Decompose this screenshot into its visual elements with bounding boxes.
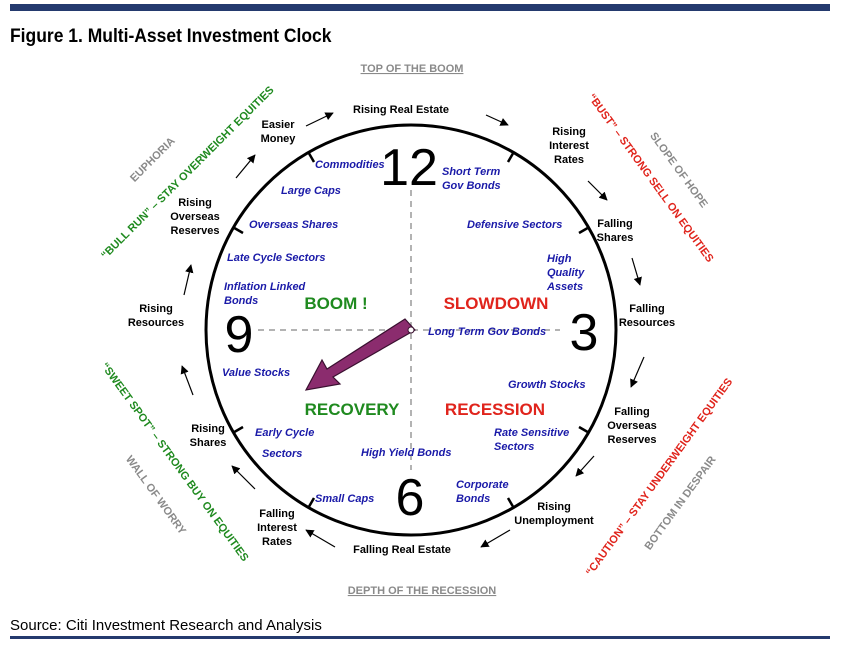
clock-tick <box>578 226 589 235</box>
depth-of-the-recession-heading: DEPTH OF THE RECESSION <box>348 585 497 597</box>
numeral-three: 3 <box>570 304 599 362</box>
phase-boom: BOOM ! <box>304 294 367 313</box>
clock-hand <box>304 318 416 391</box>
cycle-falling-real-estate: Falling Real Estate <box>353 544 451 556</box>
asset-small-caps: Small Caps <box>315 493 374 505</box>
cycle-arrow <box>587 180 608 201</box>
asset-defensive-sectors: Defensive Sectors <box>467 219 562 231</box>
cycle-arrow <box>180 365 194 396</box>
cycle-arrow <box>631 257 642 286</box>
numeral-nine: 9 <box>225 306 254 364</box>
cycle-arrow <box>630 356 645 388</box>
source-note: Source: Citi Investment Research and Ana… <box>10 617 322 634</box>
cycle-arrow <box>305 529 336 548</box>
asset-high-yield-bonds: High Yield Bonds <box>361 447 451 459</box>
asset-value-stocks: Value Stocks <box>222 367 290 379</box>
clock-hand-pointer <box>304 318 416 391</box>
clock-hub <box>407 326 415 334</box>
euphoria-label: EUPHORIA <box>128 135 178 185</box>
bottom-in-despair-label: BOTTOM IN DESPAIR <box>643 454 719 552</box>
clock-tick <box>307 497 316 508</box>
asset-commodities: Commodities <box>315 159 385 171</box>
clock-tick <box>307 152 316 163</box>
top-of-the-boom-heading: TOP OF THE BOOM <box>361 63 464 75</box>
asset-late-cycle-sectors: Late Cycle Sectors <box>227 252 325 264</box>
cycle-rising-real-estate: Rising Real Estate <box>353 104 449 116</box>
asset-sectors: Sectors <box>262 448 302 460</box>
asset-long-term-gov-bonds: Long Term Gov Bonds <box>428 326 546 338</box>
clock-tick <box>233 425 244 434</box>
slope-of-hope-label: SLOPE OF HOPE <box>647 130 710 210</box>
asset-large-caps: Large Caps <box>281 185 341 197</box>
cycle-arrows <box>180 112 645 548</box>
cycle-arrow <box>485 114 509 126</box>
numeral-twelve: 12 <box>380 139 438 197</box>
cycle-arrow <box>575 455 595 477</box>
phase-recovery: RECOVERY <box>305 400 400 419</box>
figure-title: Figure 1. Multi-Asset Investment Clock <box>10 26 332 47</box>
clock-tick <box>233 226 244 235</box>
cycle-arrow <box>305 112 334 127</box>
clock-tick <box>578 425 589 434</box>
clock-tick <box>506 497 515 508</box>
cycle-arrow <box>480 529 511 548</box>
cycle-arrow <box>231 465 256 490</box>
phase-slowdown: SLOWDOWN <box>444 294 549 313</box>
numeral-six: 6 <box>396 469 425 527</box>
clock-tick <box>506 152 515 163</box>
cycle-arrow <box>235 154 256 179</box>
top-rule <box>10 4 830 11</box>
phase-recession: RECESSION <box>445 400 545 419</box>
bottom-rule <box>10 636 830 639</box>
asset-overseas-shares: Overseas Shares <box>249 219 338 231</box>
asset-early-cycle: Early Cycle <box>255 427 314 439</box>
cycle-arrow <box>183 264 194 296</box>
clock-ticks <box>233 152 589 508</box>
asset-growth-stocks: Growth Stocks <box>508 379 586 391</box>
caution-label: “CAUTION” – STAY UNDERWEIGHT EQUITIES <box>584 376 735 578</box>
